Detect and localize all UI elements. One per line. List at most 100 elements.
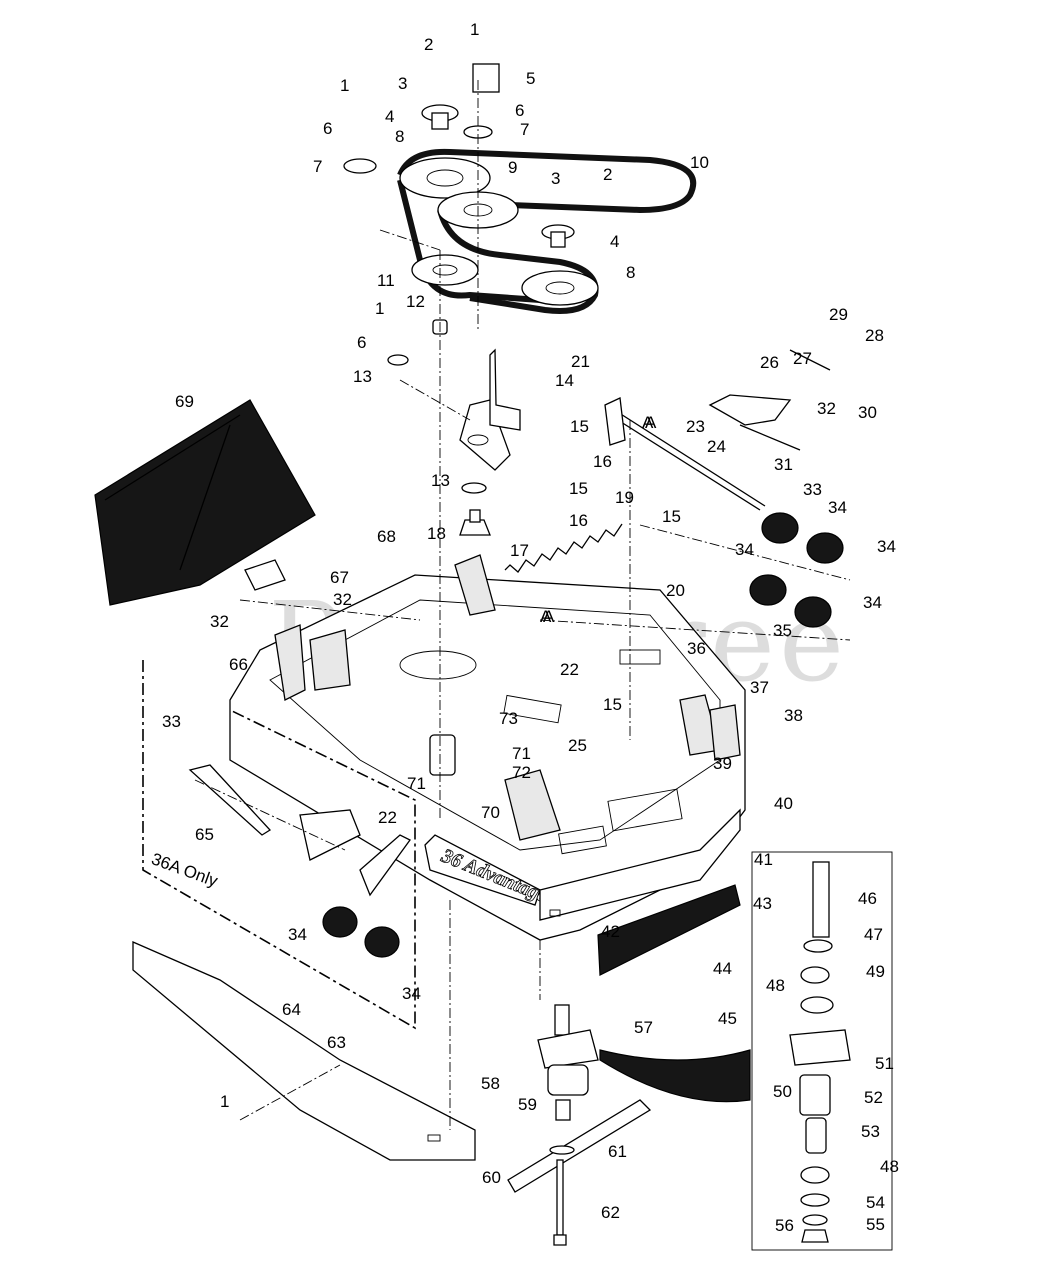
callout-58: 58 <box>481 1074 500 1093</box>
callout-34: 34 <box>828 498 847 517</box>
callout-1: 1 <box>220 1092 229 1111</box>
mower-blade <box>507 1099 652 1193</box>
idler-arm <box>459 348 521 471</box>
callout-6: 6 <box>323 119 332 138</box>
callout-19: 19 <box>615 488 634 507</box>
callout-68: 68 <box>377 527 396 546</box>
callout-47: 47 <box>864 925 883 944</box>
callout-2: 2 <box>424 35 433 54</box>
callout-57: 57 <box>634 1018 653 1037</box>
callout-34: 34 <box>402 984 421 1003</box>
discharge-chute <box>94 399 316 606</box>
callout-34: 34 <box>735 540 754 559</box>
callout-65: 65 <box>195 825 214 844</box>
variant-note: 36A Only <box>149 849 221 891</box>
callout-32: 32 <box>817 399 836 418</box>
callout-6: 6 <box>515 101 524 120</box>
callout-40: 40 <box>774 794 793 813</box>
front-linkage <box>604 349 831 511</box>
callout-A: A <box>543 607 555 626</box>
callout-8: 8 <box>395 127 404 146</box>
callout-32: 32 <box>210 612 229 631</box>
callout-28: 28 <box>865 326 884 345</box>
callout-23: 23 <box>686 417 705 436</box>
belt-keeper <box>472 63 500 93</box>
anti-scalp-wheels <box>322 512 844 958</box>
tension-spring <box>504 523 623 573</box>
callout-33: 33 <box>803 480 822 499</box>
top-hardware <box>343 63 575 366</box>
callout-37: 37 <box>750 678 769 697</box>
callout-55: 55 <box>866 1215 885 1234</box>
callout-18: 18 <box>427 524 446 543</box>
callout-16: 16 <box>593 452 612 471</box>
callout-11: 11 <box>377 271 395 290</box>
callout-15: 15 <box>570 417 589 436</box>
callout-5: 5 <box>526 69 535 88</box>
callout-25: 25 <box>568 736 587 755</box>
callout-24: 24 <box>707 437 726 456</box>
callout-4: 4 <box>610 232 619 251</box>
pulley-upper-left <box>399 157 491 199</box>
callout-1: 1 <box>375 299 384 318</box>
callout-6: 6 <box>357 333 366 352</box>
callout-30: 30 <box>858 403 877 422</box>
callout-21: 21 <box>571 352 590 371</box>
callout-13: 13 <box>431 471 450 490</box>
callout-48: 48 <box>880 1157 899 1176</box>
alignment-lines <box>194 80 851 1130</box>
callout-34: 34 <box>288 925 307 944</box>
callout-29: 29 <box>829 305 848 324</box>
callout-41: 41 <box>754 850 773 869</box>
belt-drive-assembly <box>397 148 697 314</box>
callout-13: 13 <box>353 367 372 386</box>
spindle-detail-box <box>751 851 893 1251</box>
callout-35: 35 <box>773 621 792 640</box>
callout-54: 54 <box>866 1193 885 1212</box>
front-bumper <box>597 884 741 976</box>
callout-73: 73 <box>499 709 518 728</box>
callout-10: 10 <box>690 153 709 172</box>
callout-44: 44 <box>713 959 732 978</box>
callout-69: 69 <box>175 392 194 411</box>
section-marker-a-upper: A <box>642 413 654 432</box>
pulley-lower-right <box>521 270 599 306</box>
section-marker-a-lower: A <box>540 607 552 626</box>
callout-22: 22 <box>560 660 579 679</box>
callout-67: 67 <box>330 568 349 587</box>
callout-34: 34 <box>863 593 882 612</box>
callout-31: 31 <box>774 455 793 474</box>
callout-7: 7 <box>520 120 529 139</box>
callout-3: 3 <box>398 74 407 93</box>
callout-4: 4 <box>385 107 394 126</box>
callout-14: 14 <box>555 371 574 390</box>
callout-32: 32 <box>333 590 352 609</box>
callout-52: 52 <box>864 1088 883 1107</box>
callout-48: 48 <box>766 976 785 995</box>
callout-33: 33 <box>162 712 181 731</box>
callout-66: 66 <box>229 655 248 674</box>
callout-15: 15 <box>662 507 681 526</box>
callout-26: 26 <box>760 353 779 372</box>
callout-53: 53 <box>861 1122 880 1141</box>
callout-64: 64 <box>282 1000 301 1019</box>
callout-2: 2 <box>603 165 612 184</box>
callout-51: 51 <box>875 1054 894 1073</box>
callout-50: 50 <box>773 1082 792 1101</box>
callout-63: 63 <box>327 1033 346 1052</box>
callout-A: A <box>645 413 657 432</box>
callout-22: 22 <box>378 808 397 827</box>
callout-34: 34 <box>877 537 896 556</box>
callout-8: 8 <box>626 263 635 282</box>
callout-39: 39 <box>713 754 732 773</box>
callout-9: 9 <box>508 158 517 177</box>
callout-70: 70 <box>481 803 500 822</box>
callout-36: 36 <box>687 639 706 658</box>
callout-20: 20 <box>666 581 685 600</box>
callout-12: 12 <box>406 292 425 311</box>
callout-7: 7 <box>313 157 322 176</box>
callout-1: 1 <box>340 76 349 95</box>
callout-59: 59 <box>518 1095 537 1114</box>
